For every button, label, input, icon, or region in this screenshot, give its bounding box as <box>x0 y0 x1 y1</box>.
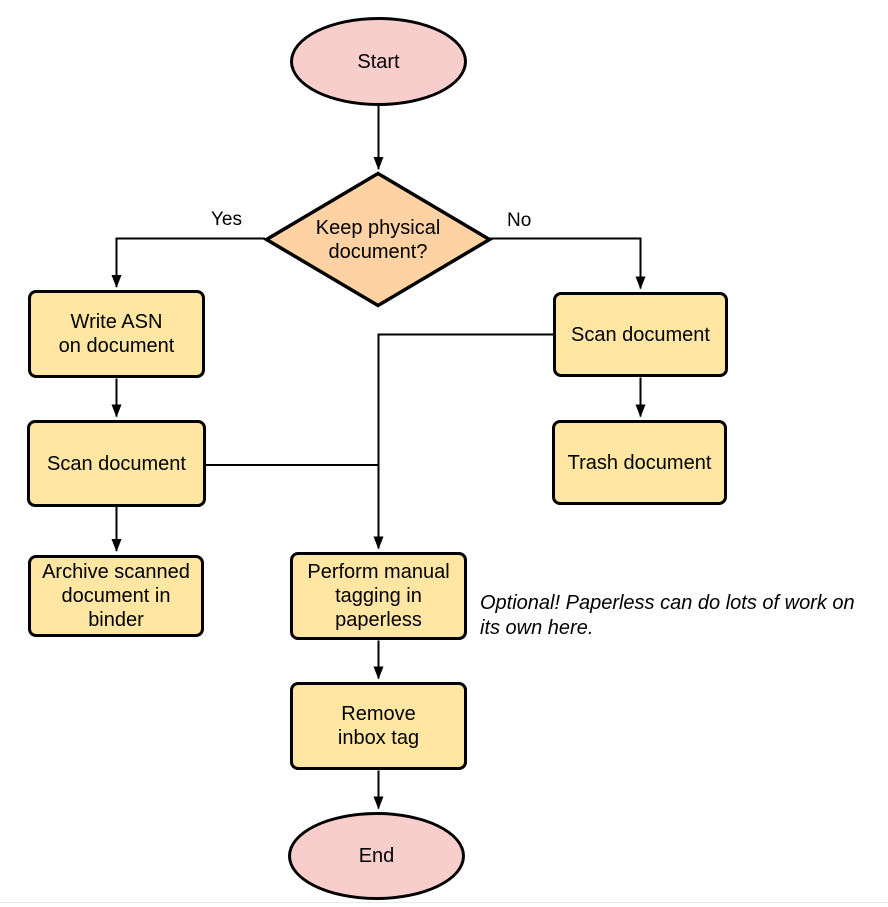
node-archive-label: Archive scanned document in binder <box>42 561 190 631</box>
node-trash-document: Trash document <box>552 420 727 505</box>
node-tagging-label: Perform manual tagging in paperless <box>307 561 450 631</box>
node-perform-manual-tagging: Perform manual tagging in paperless <box>290 552 467 640</box>
node-end: End <box>288 812 465 900</box>
node-start-label: Start <box>357 50 400 73</box>
node-archive-scanned-document: Archive scanned document in binder <box>28 555 204 637</box>
node-write-asn-label: Write ASN on document <box>58 311 175 357</box>
edge-label-no: No <box>507 210 532 231</box>
annotation-note: Optional! Paperless can do lots of work … <box>480 592 855 639</box>
node-scan-document-left: Scan document <box>27 420 206 507</box>
node-trash-label: Trash document <box>567 451 712 474</box>
edge-decision-to-scan-right <box>490 237 646 290</box>
edge-label-yes: Yes <box>211 209 242 230</box>
edge-decision-to-write-asn <box>111 237 265 288</box>
node-end-label: End <box>358 845 395 867</box>
node-remove-inbox-tag: Remove inbox tag <box>290 682 467 770</box>
node-decision-label: Keep physical document? <box>315 216 441 263</box>
node-start: Start <box>290 17 467 106</box>
node-scan-document-right: Scan document <box>553 292 728 377</box>
edge-scan-right-to-tagging <box>373 333 553 550</box>
node-remove-inbox-label: Remove inbox tag <box>337 703 420 749</box>
diamond-shape <box>263 171 493 308</box>
node-write-asn-on-document: Write ASN on document <box>28 290 205 378</box>
node-scan-left-label: Scan document <box>47 452 186 475</box>
node-decision-keep-physical-document: Keep physical document? <box>263 171 493 308</box>
bottom-divider <box>0 902 888 903</box>
node-scan-right-label: Scan document <box>571 323 710 346</box>
